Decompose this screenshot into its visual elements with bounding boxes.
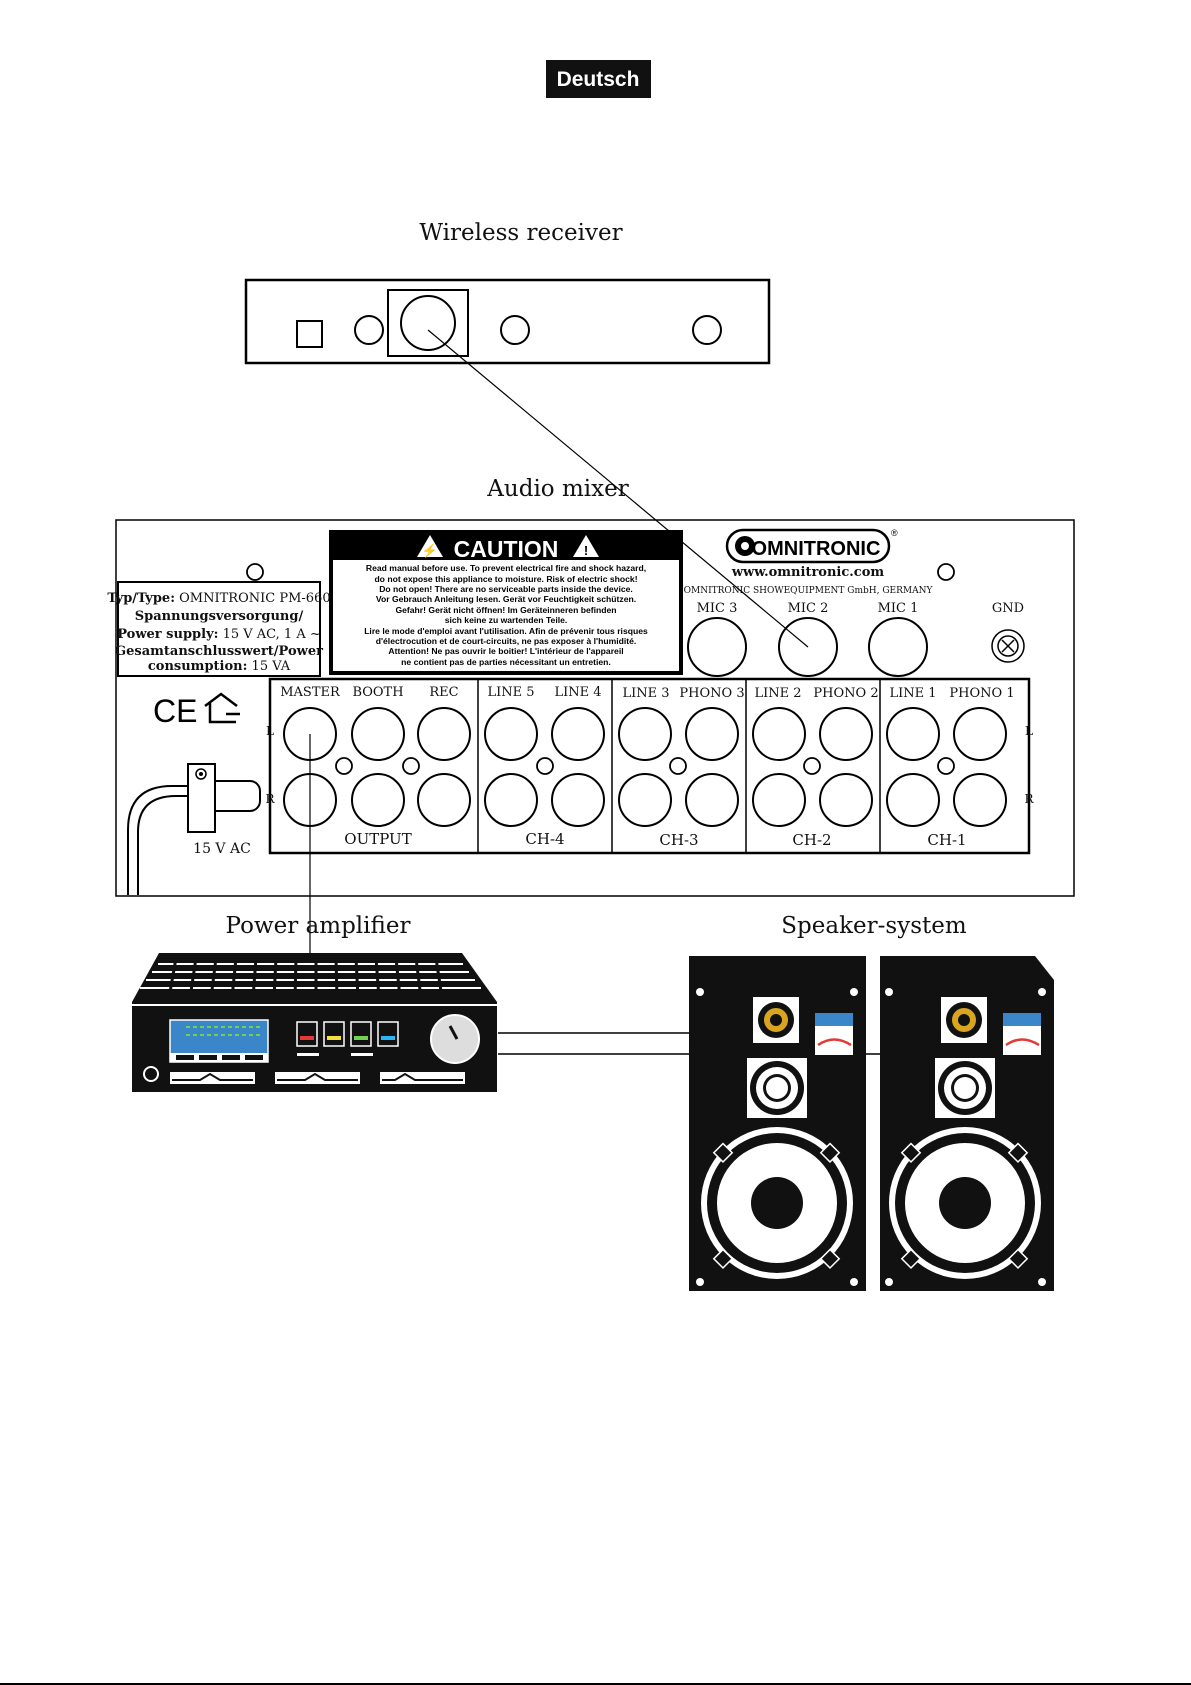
mic-3-jack xyxy=(687,617,747,677)
svg-text:Spannungsversorgung/: Spannungsversorgung/ xyxy=(135,609,304,624)
svg-text:⚡: ⚡ xyxy=(422,543,438,559)
svg-text:do not expose this appliance t: do not expose this appliance to moisture… xyxy=(374,574,637,584)
svg-text:OUTPUT: OUTPUT xyxy=(344,830,411,848)
svg-text:R: R xyxy=(1024,792,1034,806)
power-amplifier-label: Power amplifier xyxy=(226,913,411,939)
svg-text:ne contient pas de parties néc: ne contient pas de parties nécessitant u… xyxy=(401,657,611,667)
channel-ch-3: LINE 3 PHONO 3 CH-3 xyxy=(618,686,745,849)
speaker-system-label: Speaker-system xyxy=(781,913,967,939)
svg-text:PHONO 3: PHONO 3 xyxy=(679,686,744,701)
booth-l-jack xyxy=(351,707,405,761)
svg-text:Do not open! There are no serv: Do not open! There are no serviceable pa… xyxy=(379,584,633,594)
svg-text:LINE 2: LINE 2 xyxy=(754,686,801,701)
brand-company: OMNITRONIC SHOWEQUIPMENT GmbH, GERMANY xyxy=(684,586,934,596)
ce-mark: CE xyxy=(153,693,197,729)
svg-text:Read manual before use. To pre: Read manual before use. To prevent elect… xyxy=(366,563,646,573)
svg-text:L: L xyxy=(1025,724,1033,738)
language-badge: Deutsch xyxy=(546,60,651,98)
svg-text:Power supply: 15 V AC, 1 A ~: Power supply: 15 V AC, 1 A ~ xyxy=(117,627,320,642)
receiver-knob xyxy=(354,315,384,345)
audio-mixer-label: Audio mixer xyxy=(486,476,628,502)
type-plate: Typ/Type: OMNITRONIC PM-660 Spannungsver… xyxy=(107,581,331,677)
mic-inputs: MIC 3 MIC 2 MIC 1 xyxy=(687,601,928,677)
svg-text:d'électrocution et de court-ci: d'électrocution et de court-circuits, ne… xyxy=(376,636,637,646)
svg-text:CH-4: CH-4 xyxy=(525,830,564,848)
mounting-screw xyxy=(246,563,264,581)
svg-text:PHONO 1: PHONO 1 xyxy=(949,686,1014,701)
rec-r-jack xyxy=(417,773,471,827)
booth-r-jack xyxy=(351,773,405,827)
svg-text:OMNITRONIC: OMNITRONIC xyxy=(752,538,881,560)
svg-text:Gefahr! Gerät nicht öffnen! Im: Gefahr! Gerät nicht öffnen! Im Geräteinn… xyxy=(395,605,616,615)
gnd-screw-icon xyxy=(991,629,1025,663)
svg-text:Vor Gebrauch Anleitung lesen.: Vor Gebrauch Anleitung lesen. Gerät vor … xyxy=(376,594,636,604)
svg-text:CH-2: CH-2 xyxy=(792,831,831,849)
wireless-receiver xyxy=(244,278,771,365)
connector-panel: L R L R MASTER BOOTH REC OUTPUT L xyxy=(265,677,1034,855)
receiver-knob xyxy=(500,315,530,345)
svg-text:®: ® xyxy=(891,528,898,538)
svg-text:Attention! Ne pas ouvrir le bo: Attention! Ne pas ouvrir le boitier! L'i… xyxy=(388,646,623,656)
svg-text:BOOTH: BOOTH xyxy=(352,685,403,700)
svg-text:MASTER: MASTER xyxy=(280,685,341,700)
brand-logo: OMNITRONIC ® xyxy=(725,528,898,564)
brand-url: www.omnitronic.com xyxy=(731,565,885,580)
mic-1-jack xyxy=(868,617,928,677)
svg-text:PHONO 2: PHONO 2 xyxy=(813,686,878,701)
wireless-receiver-label: Wireless receiver xyxy=(419,220,622,246)
output-section: MASTER BOOTH REC OUTPUT xyxy=(280,685,471,848)
caution-title: CAUTION xyxy=(454,536,559,562)
caution-label: ⚡ CAUTION ! Read manual before use. To p… xyxy=(329,530,683,675)
channel-ch-1: LINE 1 PHONO 1 CH-1 xyxy=(886,686,1015,849)
svg-text:MIC 1: MIC 1 xyxy=(878,601,919,616)
speaker-left xyxy=(689,956,866,1291)
svg-text:Gesamtanschlusswert/Power: Gesamtanschlusswert/Power xyxy=(115,644,323,659)
gnd-label: GND xyxy=(992,601,1024,616)
svg-text:REC: REC xyxy=(429,685,458,700)
mounting-screw xyxy=(937,563,955,581)
svg-text:LINE 1: LINE 1 xyxy=(889,686,936,701)
svg-text:Deutsch: Deutsch xyxy=(557,68,640,91)
rec-l-jack xyxy=(417,707,471,761)
svg-text:MIC 2: MIC 2 xyxy=(788,601,829,616)
channel-ch-2: LINE 2 PHONO 2 CH-2 xyxy=(752,686,879,849)
power-inlet xyxy=(127,763,261,895)
amplifier-volume-knob xyxy=(430,1014,480,1064)
receiver-to-mic2-cable xyxy=(427,329,809,648)
warning-triangle-icon xyxy=(573,535,599,557)
svg-text:L: L xyxy=(266,724,274,738)
svg-text:consumption: 15 VA: consumption: 15 VA xyxy=(148,659,291,674)
svg-text:LINE 3: LINE 3 xyxy=(622,686,669,701)
audio-mixer-panel: Typ/Type: OMNITRONIC PM-660 Spannungsver… xyxy=(107,519,1075,897)
svg-text:R: R xyxy=(265,792,275,806)
recycle-house-icon xyxy=(204,692,240,724)
svg-text:Typ/Type: OMNITRONIC PM-660: Typ/Type: OMNITRONIC PM-660 xyxy=(107,591,330,606)
warning-triangle-icon xyxy=(417,535,443,557)
svg-text:CH-1: CH-1 xyxy=(927,831,966,849)
power-amplifier xyxy=(132,953,497,1092)
power-input-label: 15 V AC xyxy=(193,841,251,857)
svg-text:LINE 5: LINE 5 xyxy=(487,685,534,700)
svg-text:sich keine zu wartenden Teile.: sich keine zu wartenden Teile. xyxy=(445,615,568,625)
speaker-right xyxy=(880,956,1054,1291)
svg-text:Lire le mode d'emploi avant l': Lire le mode d'emploi avant l'utilisatio… xyxy=(364,626,648,636)
svg-text:CH-3: CH-3 xyxy=(659,831,698,849)
amplifier-power-button xyxy=(143,1066,159,1082)
svg-text:LINE 4: LINE 4 xyxy=(554,685,601,700)
svg-text:!: ! xyxy=(584,543,588,558)
receiver-output-jack xyxy=(400,295,456,351)
channel-ch-4: LINE 5 LINE 4 CH-4 xyxy=(484,685,605,848)
svg-text:MIC 3: MIC 3 xyxy=(697,601,738,616)
receiver-knob xyxy=(692,315,722,345)
